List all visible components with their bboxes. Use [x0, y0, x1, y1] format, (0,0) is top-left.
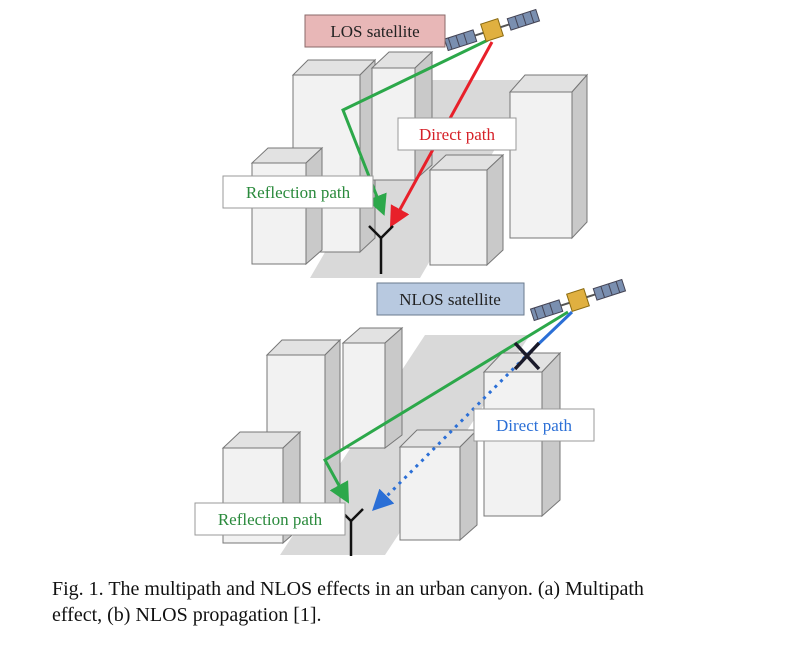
direct-path-label-los-text: Direct path: [419, 125, 495, 144]
panel-nlos: NLOS satellite Direct path Reflection pa…: [194, 278, 627, 556]
caption-line-1: Fig. 1. The multipath and NLOS effects i…: [52, 578, 644, 600]
cross-mark-icon: [513, 341, 541, 371]
satellite-icon: [529, 278, 627, 322]
building: [428, 153, 505, 267]
direct-path-nlos-blocked: [372, 355, 527, 511]
reflection-path-label-los: Reflection path: [222, 175, 374, 209]
building: [341, 326, 404, 450]
reflection-path-label-los-text: Reflection path: [246, 183, 351, 202]
nlos-satellite-label-text: NLOS satellite: [399, 290, 501, 309]
building: [398, 428, 479, 542]
panel-los: LOS satellite Direct path Reflection pat…: [222, 8, 589, 278]
antenna-icon: [368, 225, 394, 274]
nlos-satellite-label: NLOS satellite: [376, 282, 525, 316]
caption-line-2: effect, (b) NLOS propagation [1].: [52, 604, 322, 626]
building: [508, 73, 589, 240]
reflection-path-label-nlos-text: Reflection path: [218, 510, 323, 529]
multipath-nlos-figure: LOS satellite Direct path Reflection pat…: [194, 8, 627, 556]
reflection-path-nlos: [322, 310, 569, 504]
figure-caption: Fig. 1. The multipath and NLOS effects i…: [52, 576, 772, 628]
direct-path-label-los: Direct path: [397, 117, 517, 151]
los-satellite-label-text: LOS satellite: [330, 22, 419, 41]
satellite-icon: [443, 8, 541, 52]
los-satellite-label: LOS satellite: [304, 14, 446, 48]
direct-path-label-nlos: Direct path: [473, 408, 595, 442]
direct-path-label-nlos-text: Direct path: [496, 416, 572, 435]
reflection-path-label-nlos: Reflection path: [194, 502, 346, 536]
